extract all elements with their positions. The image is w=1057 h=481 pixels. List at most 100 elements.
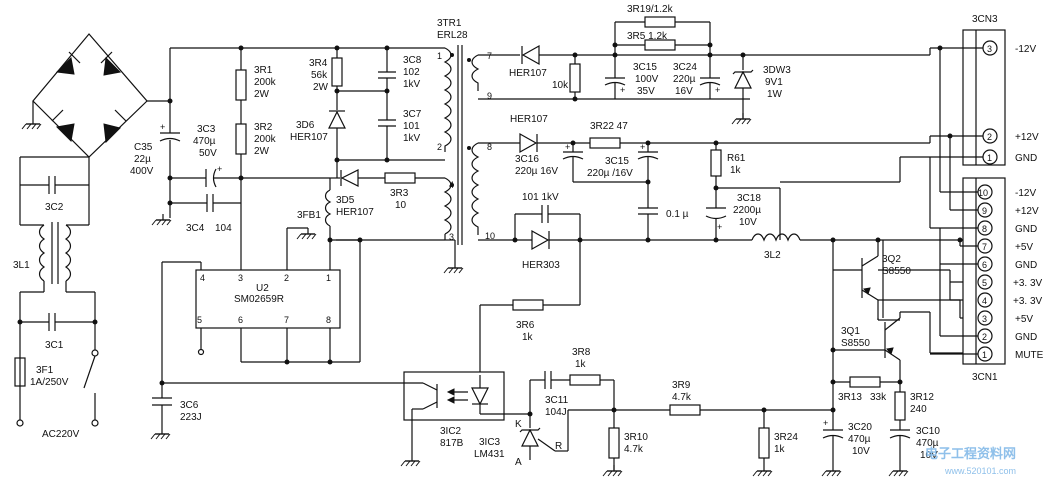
r24-ref: 3R24 <box>774 432 798 443</box>
r5-label: 3R5 1.2k <box>627 31 668 42</box>
r61-ref: R61 <box>727 153 746 164</box>
svg-text:+: + <box>620 85 625 95</box>
cn3-pin-2 <box>982 128 998 144</box>
dw3-power: 1W <box>767 89 783 100</box>
resistor-3r22 <box>589 137 621 149</box>
c16-value: 220µ 16V <box>515 166 558 177</box>
r19-label: 3R19/1.2k <box>627 4 674 15</box>
tr-pin1: 1 <box>437 51 442 61</box>
u2-pin8: 8 <box>326 315 331 325</box>
bridge-diode-3 <box>51 109 75 143</box>
c10-value: 470µ <box>916 438 939 449</box>
svg-text:10: 10 <box>978 188 988 198</box>
c8-value: 102 <box>403 67 420 78</box>
her303-label: HER303 <box>522 260 560 271</box>
transformer-ref: 3TR1 <box>437 18 462 29</box>
cn1-pin-9-label: +12V <box>1015 206 1039 217</box>
bridge-diode-1 <box>55 51 81 75</box>
c35-voltage: 400V <box>130 166 154 177</box>
cn1-pin-8-label: GND <box>1015 224 1037 235</box>
r4-ref: 3R4 <box>309 58 328 69</box>
cn3-ref: 3CN3 <box>972 14 998 25</box>
cn3-pin-3-label: -12V <box>1015 44 1036 55</box>
transformer-3tr1: 3TR1 ERL28 1 2 4 3 7 9 8 10 <box>437 18 495 274</box>
svg-text:9: 9 <box>982 206 987 216</box>
r1-power: 2W <box>254 89 270 100</box>
svg-text:1: 1 <box>982 350 987 360</box>
cn1-pin-3 <box>977 310 993 326</box>
svg-text:8: 8 <box>982 224 987 234</box>
u2-pin7: 7 <box>284 315 289 325</box>
tl431-pin-r: R <box>555 441 562 452</box>
power-switch <box>83 355 96 389</box>
svg-text:+: + <box>715 85 720 95</box>
cn1-pin-4 <box>977 292 993 308</box>
resistor-3r8 <box>569 374 601 386</box>
c20-ref: 3C20 <box>848 422 872 433</box>
fuse-ref: 3F1 <box>36 365 54 376</box>
c8-ref: 3C8 <box>403 55 422 66</box>
svg-text:+: + <box>160 122 165 132</box>
r9-value: 4.7k <box>672 392 692 403</box>
svg-text:+: + <box>640 142 645 152</box>
cn1-pin-2-label: GND <box>1015 332 1037 343</box>
optocoupler-3ic2 <box>403 371 505 421</box>
u2-pin1: 1 <box>326 273 331 283</box>
fb1-label: 3FB1 <box>297 210 321 221</box>
u2-pin3: 3 <box>238 273 243 283</box>
mute-section: + 3C20 470µ 10V 3Q2 S8550 3Q1 S8550 <box>821 237 983 477</box>
cn1-pin-7-label: +5V <box>1015 242 1033 253</box>
resistor-3r1 <box>235 69 247 101</box>
resistor-r61 <box>710 149 722 177</box>
r10-value: 4.7k <box>624 444 644 455</box>
watermark: 电子工程资料网 www.520101.com <box>925 446 1016 476</box>
r4-value: 56k <box>311 70 328 81</box>
svg-text:7: 7 <box>982 242 987 252</box>
resistor-3r2 <box>235 123 247 155</box>
diode-3d5 <box>340 169 359 187</box>
c7-voltage: 1kV <box>403 133 421 144</box>
c20-value: 470µ <box>848 434 871 445</box>
diode-3d6 <box>328 110 346 129</box>
svg-text:1: 1 <box>987 153 992 163</box>
diode-her107-neg12 <box>521 44 540 66</box>
connector-3cn3: 3CN3 3 -12V 2 +12V 1 GND <box>780 14 1039 183</box>
c2-label: 3C2 <box>45 202 64 213</box>
resistor-3r4 <box>331 57 343 87</box>
c-01-label: 0.1 µ <box>666 209 689 220</box>
c18-voltage: 10V <box>739 217 757 228</box>
r2-ref: 3R2 <box>254 122 273 133</box>
connector-3cn1: 3CN1 10 -12V 9 +12V 8 GND 7 +5V 6 GND 5 … <box>929 45 1044 383</box>
cn3-pin-3 <box>982 40 998 56</box>
primary-section: + C35 22µ 400V + 3C3 470µ 50V 3C4 104 3R… <box>130 45 445 440</box>
c11-ref: 3C11 <box>545 395 569 406</box>
r13-ref: 3R13 <box>838 392 862 403</box>
cn1-pin-4-label: +3. 3V <box>1013 296 1043 307</box>
c15b-ref: 3C15 <box>605 156 629 167</box>
c20-voltage: 10V <box>852 446 870 457</box>
r13-value: 33k <box>870 392 887 403</box>
r2-value: 200k <box>254 134 277 145</box>
resistor-3r19 <box>644 16 676 28</box>
svg-text:+: + <box>565 142 570 152</box>
tr-pin3: 3 <box>449 232 454 242</box>
transformer-part: ERL28 <box>437 30 468 41</box>
c11-value: 104J <box>545 407 567 418</box>
u2-pin5: 5 <box>197 315 202 325</box>
tl431-3ic3 <box>521 428 539 447</box>
svg-text:3: 3 <box>982 314 987 324</box>
opto-ref: 3IC2 <box>440 426 462 437</box>
c24-voltage: 16V <box>675 86 693 97</box>
c7-value: 101 <box>403 121 420 132</box>
d-p12-label: HER107 <box>510 114 548 125</box>
c8-voltage: 1kV <box>403 79 421 90</box>
choke-3l1 <box>20 222 89 292</box>
c24-value: 220µ <box>673 74 696 85</box>
svg-text:+: + <box>717 222 722 232</box>
snubber-label: 101 1kV <box>522 192 559 203</box>
r1-value: 200k <box>254 77 277 88</box>
cn1-pin-3-label: +5V <box>1015 314 1033 325</box>
d6-ref: 3D6 <box>296 120 315 131</box>
r-10k-label: 10k <box>552 80 569 91</box>
